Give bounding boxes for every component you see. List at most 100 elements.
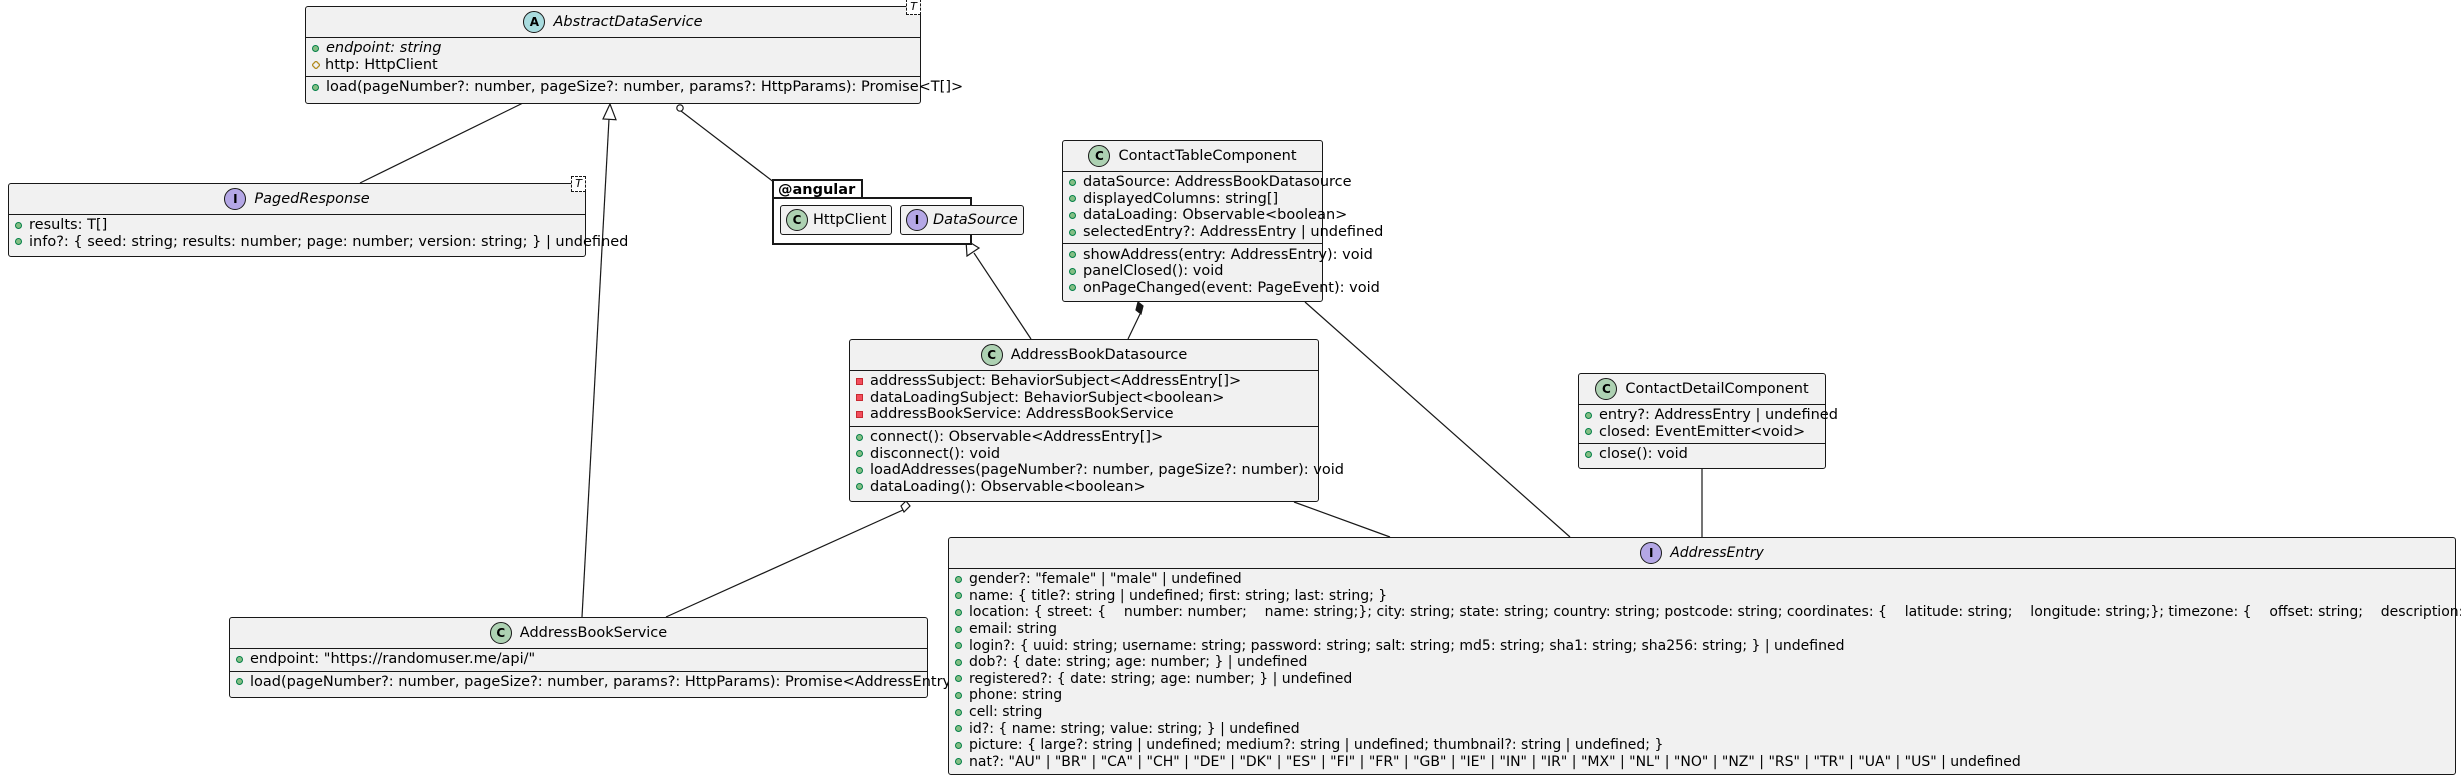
methods-section: load(pageNumber?: number, pageSize?: num…	[306, 77, 963, 99]
field-text: nat?: "AU" | "BR" | "CA" | "CH" | "DE" |…	[969, 753, 2021, 770]
class-header: I AddressEntry	[949, 538, 2455, 569]
method-row: load(pageNumber?: number, pageSize?: num…	[236, 674, 975, 691]
class-httpclient[interactable]: C HttpClient	[780, 205, 893, 235]
methods-section: load(pageNumber?: number, pageSize?: num…	[230, 672, 975, 694]
interface-address-entry[interactable]: I AddressEntry gender?: "female" | "male…	[948, 537, 2461, 775]
method-row: connect(): Observable<AddressEntry[]>	[856, 429, 1312, 446]
protected-visibility-icon	[312, 60, 320, 69]
class-name: DataSource	[933, 212, 1018, 228]
interface-datasource[interactable]: I DataSource	[900, 205, 1024, 235]
edge-addressbookservice-extends-abstractdataservice	[581, 118, 610, 618]
fields-section: endpoint: string http: HttpClient	[306, 38, 920, 78]
public-visibility-icon	[15, 238, 22, 246]
field-row: login?: { uuid: string; username: string…	[955, 637, 2449, 654]
field-text: dataLoadingSubject: BehaviorSubject<bool…	[870, 389, 1225, 406]
class-badge-icon: C	[1595, 378, 1618, 400]
field-row: name: { title?: string | undefined; firs…	[955, 588, 2449, 605]
public-visibility-icon	[1069, 267, 1076, 275]
package-angular[interactable]: @angular C HttpClient I DataSource	[772, 179, 1024, 245]
method-text: loadAddresses(pageNumber?: number, pageS…	[870, 462, 1344, 479]
field-row: phone: string	[955, 687, 2449, 704]
field-row: results: T[]	[15, 217, 579, 234]
method-row: showAddress(entry: AddressEntry): void	[1069, 246, 1373, 263]
field-row: email: string	[955, 621, 2449, 638]
field-row: dataLoadingSubject: BehaviorSubject<bool…	[856, 390, 1312, 407]
edge-pagedresponse-abstractdataservice	[359, 102, 524, 184]
fields-section: dataSource: AddressBookDatasource displa…	[1063, 172, 1383, 245]
field-text: gender?: "female" | "male" | undefined	[969, 571, 1242, 588]
fields-section: results: T[] info?: { seed: string; resu…	[9, 215, 628, 253]
abstract-class-badge-icon: A	[523, 11, 546, 33]
public-visibility-icon	[955, 708, 962, 716]
field-row: gender?: "female" | "male" | undefined	[955, 571, 2449, 588]
edge-contacttable-addressentry	[1304, 301, 1571, 538]
class-address-book-datasource[interactable]: C AddressBookDatasource addressSubject: …	[849, 339, 1344, 502]
edge-abstractdataservice-angular	[680, 110, 776, 184]
class-name: ContactDetailComponent	[1625, 381, 1809, 397]
public-visibility-icon	[1585, 411, 1592, 419]
class-header: A AbstractDataService T	[306, 0, 921, 38]
interface-paged-response[interactable]: I PagedResponse T results: T[] info?: { …	[8, 176, 628, 257]
package-name: @angular	[772, 179, 864, 199]
field-text: registered?: { date: string; age: number…	[969, 670, 1353, 687]
class-contact-detail-component[interactable]: C ContactDetailComponent entry?: Address…	[1578, 373, 1838, 469]
public-visibility-icon	[955, 758, 962, 766]
method-text: onPageChanged(event: PageEvent): void	[1083, 279, 1380, 296]
field-text: endpoint: "https://randomuser.me/api/"	[250, 651, 536, 668]
class-name: AddressBookDatasource	[1010, 347, 1188, 363]
aggregation-circle-abstractdataservice	[676, 104, 684, 112]
field-row: info?: { seed: string; results: number; …	[15, 234, 628, 251]
type-parameter-badge: T	[571, 176, 586, 192]
method-row: onPageChanged(event: PageEvent): void	[1069, 280, 1380, 297]
public-visibility-icon	[955, 642, 962, 650]
field-text: location: { street: { number: number; na…	[969, 604, 2461, 621]
class-badge-icon: C	[489, 622, 512, 644]
field-text: displayedColumns: string[]	[1083, 190, 1279, 207]
field-text: dataLoading: Observable<boolean>	[1083, 207, 1348, 224]
field-text: entry?: AddressEntry | undefined	[1599, 407, 1838, 424]
field-text: closed: EventEmitter<void>	[1599, 423, 1806, 440]
class-badge-icon: C	[786, 209, 808, 231]
field-row: picture: { large?: string | undefined; m…	[955, 737, 2449, 754]
edge-datasource-addressentry	[1293, 501, 1391, 538]
method-row: loadAddresses(pageNumber?: number, pageS…	[856, 462, 1344, 479]
interface-badge-icon: I	[1640, 542, 1663, 564]
class-name: ContactTableComponent	[1118, 148, 1297, 164]
public-visibility-icon	[1069, 211, 1076, 219]
private-visibility-icon	[856, 377, 863, 385]
private-visibility-icon	[856, 394, 863, 402]
field-text: phone: string	[969, 687, 1063, 704]
class-address-book-service[interactable]: C AddressBookService endpoint: "https://…	[229, 617, 975, 698]
aggregation-diamond-datasource	[900, 500, 911, 514]
public-visibility-icon	[955, 592, 962, 600]
public-visibility-icon	[1069, 284, 1076, 292]
method-text: dataLoading(): Observable<boolean>	[870, 478, 1146, 495]
field-text: email: string	[969, 621, 1057, 638]
field-text: name: { title?: string | undefined; firs…	[969, 587, 1388, 604]
class-name: PagedResponse	[254, 191, 370, 207]
public-visibility-icon	[312, 83, 319, 91]
class-abstract-data-service[interactable]: A AbstractDataService T endpoint: string…	[305, 0, 963, 104]
interface-badge-icon: I	[224, 188, 247, 210]
field-row: closed: EventEmitter<void>	[1585, 424, 1819, 441]
public-visibility-icon	[856, 466, 863, 474]
class-header: C AddressBookDatasource	[850, 340, 1318, 371]
public-visibility-icon	[955, 741, 962, 749]
class-name: AbstractDataService	[553, 14, 703, 30]
method-text: disconnect(): void	[870, 445, 1001, 462]
class-contact-table-component[interactable]: C ContactTableComponent dataSource: Addr…	[1062, 140, 1383, 302]
field-row: endpoint: string	[312, 40, 914, 57]
fields-section: addressSubject: BehaviorSubject<AddressE…	[850, 371, 1318, 427]
class-name: HttpClient	[813, 212, 887, 228]
type-parameter-badge: T	[906, 0, 921, 15]
field-text: endpoint: string	[326, 40, 442, 57]
class-name: AddressEntry	[1670, 545, 1764, 561]
field-text: login?: { uuid: string; username: string…	[969, 637, 1845, 654]
field-text: http: HttpClient	[325, 56, 438, 73]
class-badge-icon: C	[980, 344, 1003, 366]
public-visibility-icon	[856, 450, 863, 458]
fields-section: entry?: AddressEntry | undefined closed:…	[1579, 405, 1838, 445]
field-text: addressBookService: AddressBookService	[870, 406, 1174, 423]
field-row: dataSource: AddressBookDatasource	[1069, 174, 1352, 191]
edge-datasource-service	[665, 509, 904, 618]
